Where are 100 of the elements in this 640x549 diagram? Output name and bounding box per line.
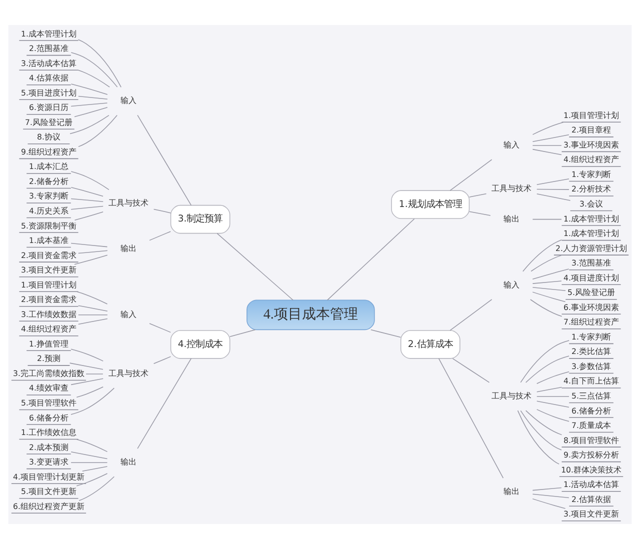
node-text: 7.风险登记册 [25, 118, 72, 127]
node-text: 5.项目进度计划 [21, 88, 76, 98]
node-text: 3.项目文件更新 [564, 510, 619, 519]
connector [532, 145, 562, 146]
node-text: 5.项目管理软件 [21, 398, 76, 408]
node-text: 3.变更请求 [29, 458, 68, 467]
connector [532, 494, 570, 498]
connector [532, 218, 562, 220]
connector [78, 70, 110, 88]
node-text: 1.专家判断 [572, 170, 611, 179]
connector [532, 292, 566, 302]
node-text: 5.项目文件更新 [21, 487, 76, 496]
node-text: 6.储备分析 [29, 413, 68, 422]
connector [149, 231, 171, 241]
connector [78, 250, 108, 254]
connector [536, 409, 570, 422]
node-text: 1.成本汇总 [29, 162, 68, 172]
node-text: 3.活动成本估算 [21, 58, 76, 68]
node-text: 输入 [120, 96, 136, 106]
connector [532, 280, 562, 284]
connector [327, 218, 415, 300]
node-text: 2.成本预测 [29, 442, 68, 452]
connector [70, 388, 115, 415]
connector [532, 498, 566, 509]
connector [230, 329, 256, 337]
connector [78, 476, 115, 501]
node-text: 4.组织过程资产 [21, 324, 76, 334]
node-text: 5.资源限制平衡 [21, 221, 76, 230]
node-text: 4.估算依据 [29, 74, 68, 83]
connector [216, 233, 294, 301]
node-text: 1.项目管理计划 [21, 280, 76, 290]
connector [70, 378, 104, 386]
node-text: 2.储备分析 [29, 176, 68, 186]
connector [70, 242, 108, 248]
node-text: 9.组织过程资产 [21, 147, 76, 156]
node-text: 3.完工尚需绩效指数 [13, 368, 84, 378]
connector [74, 254, 108, 265]
node-box: 4.项目成本管理 [246, 300, 375, 330]
connector [70, 348, 104, 362]
connector [70, 114, 110, 134]
connector [82, 466, 108, 472]
connector [522, 239, 562, 272]
connector [468, 193, 487, 198]
node-text: 2.项目资金需求 [21, 250, 76, 260]
node-text: 1.成本基准 [29, 236, 68, 246]
node-text: 1.成本管理计划 [564, 229, 619, 238]
connector [137, 358, 192, 449]
node-text: 1.专家判断 [572, 332, 611, 342]
node-box: 4.控制成本 [170, 330, 230, 359]
connector [78, 39, 122, 88]
connector [536, 178, 570, 185]
connector [536, 193, 571, 201]
connector [78, 314, 108, 316]
node-text: 2.项目资金需求 [21, 295, 76, 304]
connector [370, 329, 401, 338]
connector [76, 291, 108, 304]
node-text: 4.项目管理计划更新 [13, 472, 84, 482]
node-text: 工具与技术 [108, 368, 148, 378]
node-text: 工具与技术 [492, 391, 532, 400]
connector [532, 487, 562, 491]
connector [532, 287, 566, 292]
connector [78, 96, 108, 100]
node-text: 2.分析技术 [572, 184, 611, 194]
node-text: 7.组织过程资产 [564, 318, 619, 327]
node-text: 输出 [120, 458, 136, 467]
connector [78, 318, 108, 325]
connector [153, 356, 172, 364]
node-text: 输入 [120, 310, 136, 319]
node-text: 2.项目章程 [572, 126, 611, 135]
connector [78, 114, 118, 148]
connector [70, 452, 108, 460]
connector [78, 305, 108, 312]
node-text: 工具与技术 [492, 184, 532, 193]
node-box: 3.制定预算 [170, 204, 230, 234]
node-text: 1.成本管理计划 [564, 214, 619, 224]
node-text: 4.自下而上估算 [564, 376, 619, 386]
connector [70, 187, 104, 197]
connector [76, 473, 108, 486]
connector [530, 299, 562, 317]
node-text: 4.组织过程资产 [564, 155, 619, 164]
node-text: 2.预测 [37, 354, 60, 364]
node-text: 2.类比估算 [572, 347, 611, 356]
connector [74, 211, 104, 220]
connector [438, 358, 504, 478]
node-text: 3.工作绩效数据 [21, 310, 76, 319]
node-text: 4.历史关系 [29, 206, 68, 216]
connector [536, 188, 570, 190]
node-text: 6.储备分析 [572, 406, 611, 416]
node-text: 1.活动成本估算 [564, 480, 619, 490]
node-text: 输出 [504, 487, 520, 496]
node-text: 4.绩效审查 [29, 384, 68, 393]
connector [76, 438, 108, 452]
connector [532, 122, 564, 135]
node-text: 2.估算依据 [572, 494, 611, 504]
node-text: 5.风险登记册 [568, 288, 615, 298]
node-text: 2.范围基准 [29, 44, 68, 54]
node-text: 9.卖方投标分析 [564, 450, 619, 460]
connector [70, 84, 108, 95]
connector [536, 400, 570, 408]
node-text: 3.项目文件更新 [21, 266, 76, 275]
